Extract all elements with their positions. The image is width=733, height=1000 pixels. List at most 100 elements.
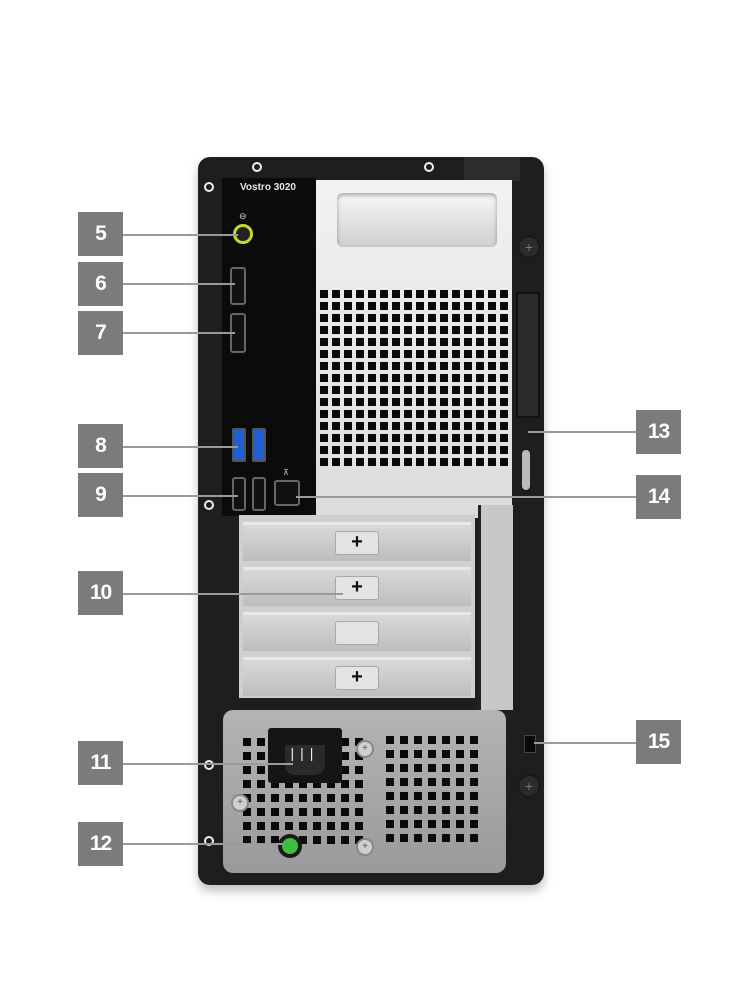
vent-hole bbox=[332, 374, 340, 382]
usb3-port-1[interactable] bbox=[232, 428, 246, 462]
plus-icon: + bbox=[335, 576, 379, 600]
vent-hole bbox=[400, 820, 408, 828]
vent-hole bbox=[392, 362, 400, 370]
vent-hole bbox=[257, 836, 265, 844]
expansion-slot-cover[interactable]: + bbox=[243, 567, 471, 606]
expansion-slot-cover[interactable]: + bbox=[243, 612, 471, 651]
vent-hole bbox=[500, 362, 508, 370]
slot-blank-plate: + bbox=[335, 621, 379, 645]
ethernet-port[interactable] bbox=[274, 480, 300, 506]
vent-hole bbox=[400, 764, 408, 772]
vent-hole bbox=[243, 738, 251, 746]
callout-badge: 6 bbox=[78, 262, 123, 306]
vent-hole bbox=[416, 314, 424, 322]
vent-hole bbox=[500, 374, 508, 382]
vent-hole bbox=[392, 326, 400, 334]
vent-hole bbox=[470, 792, 478, 800]
vent-hole bbox=[257, 766, 265, 774]
callout-leader-line bbox=[123, 495, 238, 497]
vent-hole bbox=[368, 314, 376, 322]
vent-hole bbox=[442, 806, 450, 814]
vent-hole bbox=[488, 338, 496, 346]
vent-hole bbox=[428, 386, 436, 394]
vent-hole bbox=[341, 766, 349, 774]
vent-hole bbox=[243, 836, 251, 844]
vent-hole bbox=[452, 434, 460, 442]
vent-hole bbox=[416, 446, 424, 454]
vent-hole bbox=[392, 350, 400, 358]
expansion-slot-cover[interactable]: + bbox=[243, 522, 471, 561]
vent-hole bbox=[416, 290, 424, 298]
hdmi-port[interactable] bbox=[230, 267, 246, 305]
vent-hole bbox=[414, 792, 422, 800]
callout-badge: 5 bbox=[78, 212, 123, 256]
vent-hole bbox=[488, 434, 496, 442]
usb2-port-2[interactable] bbox=[252, 477, 266, 511]
vent-hole bbox=[400, 778, 408, 786]
vent-hole bbox=[428, 398, 436, 406]
thumbscrew-icon[interactable]: + bbox=[518, 775, 540, 797]
vent-hole bbox=[332, 302, 340, 310]
vent-hole bbox=[380, 314, 388, 322]
plus-icon: + bbox=[335, 531, 379, 555]
side-vent bbox=[516, 292, 540, 418]
expansion-slot-cover[interactable]: + bbox=[243, 657, 471, 696]
vent-hole bbox=[344, 458, 352, 466]
vent-hole bbox=[380, 350, 388, 358]
vent-hole bbox=[476, 434, 484, 442]
vent-hole bbox=[428, 374, 436, 382]
vent-hole bbox=[404, 422, 412, 430]
vent-hole bbox=[313, 822, 321, 830]
vent-hole bbox=[464, 386, 472, 394]
vent-hole bbox=[488, 326, 496, 334]
vent-hole bbox=[313, 808, 321, 816]
vent-hole bbox=[464, 446, 472, 454]
vent-hole bbox=[456, 736, 464, 744]
vent-hole bbox=[355, 808, 363, 816]
vent-hole bbox=[476, 398, 484, 406]
psu-diagnostic-light[interactable] bbox=[278, 834, 302, 858]
security-cable-slot[interactable] bbox=[524, 735, 536, 753]
vent-hole bbox=[414, 820, 422, 828]
vent-hole bbox=[404, 374, 412, 382]
vent-hole bbox=[500, 446, 508, 454]
vent-hole bbox=[500, 338, 508, 346]
vent-hole bbox=[404, 458, 412, 466]
vent-hole bbox=[428, 338, 436, 346]
vent-hole bbox=[392, 290, 400, 298]
vent-hole bbox=[386, 764, 394, 772]
vent-hole bbox=[313, 836, 321, 844]
screw-icon: + bbox=[356, 740, 374, 758]
chassis-screw-hole bbox=[252, 162, 262, 172]
vent-hole bbox=[488, 458, 496, 466]
vent-hole bbox=[355, 766, 363, 774]
usb2-port-1[interactable] bbox=[232, 477, 246, 511]
thumbscrew-icon[interactable]: + bbox=[518, 236, 540, 258]
vent-hole bbox=[416, 302, 424, 310]
vent-hole bbox=[356, 446, 364, 454]
vent-hole bbox=[285, 808, 293, 816]
vent-hole bbox=[470, 806, 478, 814]
vent-hole bbox=[341, 836, 349, 844]
callout-leader-line bbox=[528, 431, 636, 433]
vent-hole bbox=[344, 350, 352, 358]
callout-badge: 14 bbox=[636, 475, 681, 519]
vent-hole bbox=[327, 780, 335, 788]
carry-handle-recess bbox=[337, 193, 497, 247]
vent-hole bbox=[404, 362, 412, 370]
vent-hole bbox=[440, 434, 448, 442]
vent-hole bbox=[400, 834, 408, 842]
vent-hole bbox=[257, 780, 265, 788]
vent-hole bbox=[476, 314, 484, 322]
vent-hole bbox=[368, 326, 376, 334]
padlock-ring[interactable] bbox=[522, 450, 530, 490]
vent-hole bbox=[392, 434, 400, 442]
vent-hole bbox=[257, 738, 265, 746]
callout-badge: 7 bbox=[78, 311, 123, 355]
usb3-port-2[interactable] bbox=[252, 428, 266, 462]
vent-hole bbox=[476, 458, 484, 466]
vent-hole bbox=[428, 834, 436, 842]
vent-hole bbox=[428, 314, 436, 322]
vent-hole bbox=[344, 290, 352, 298]
vent-hole bbox=[243, 822, 251, 830]
